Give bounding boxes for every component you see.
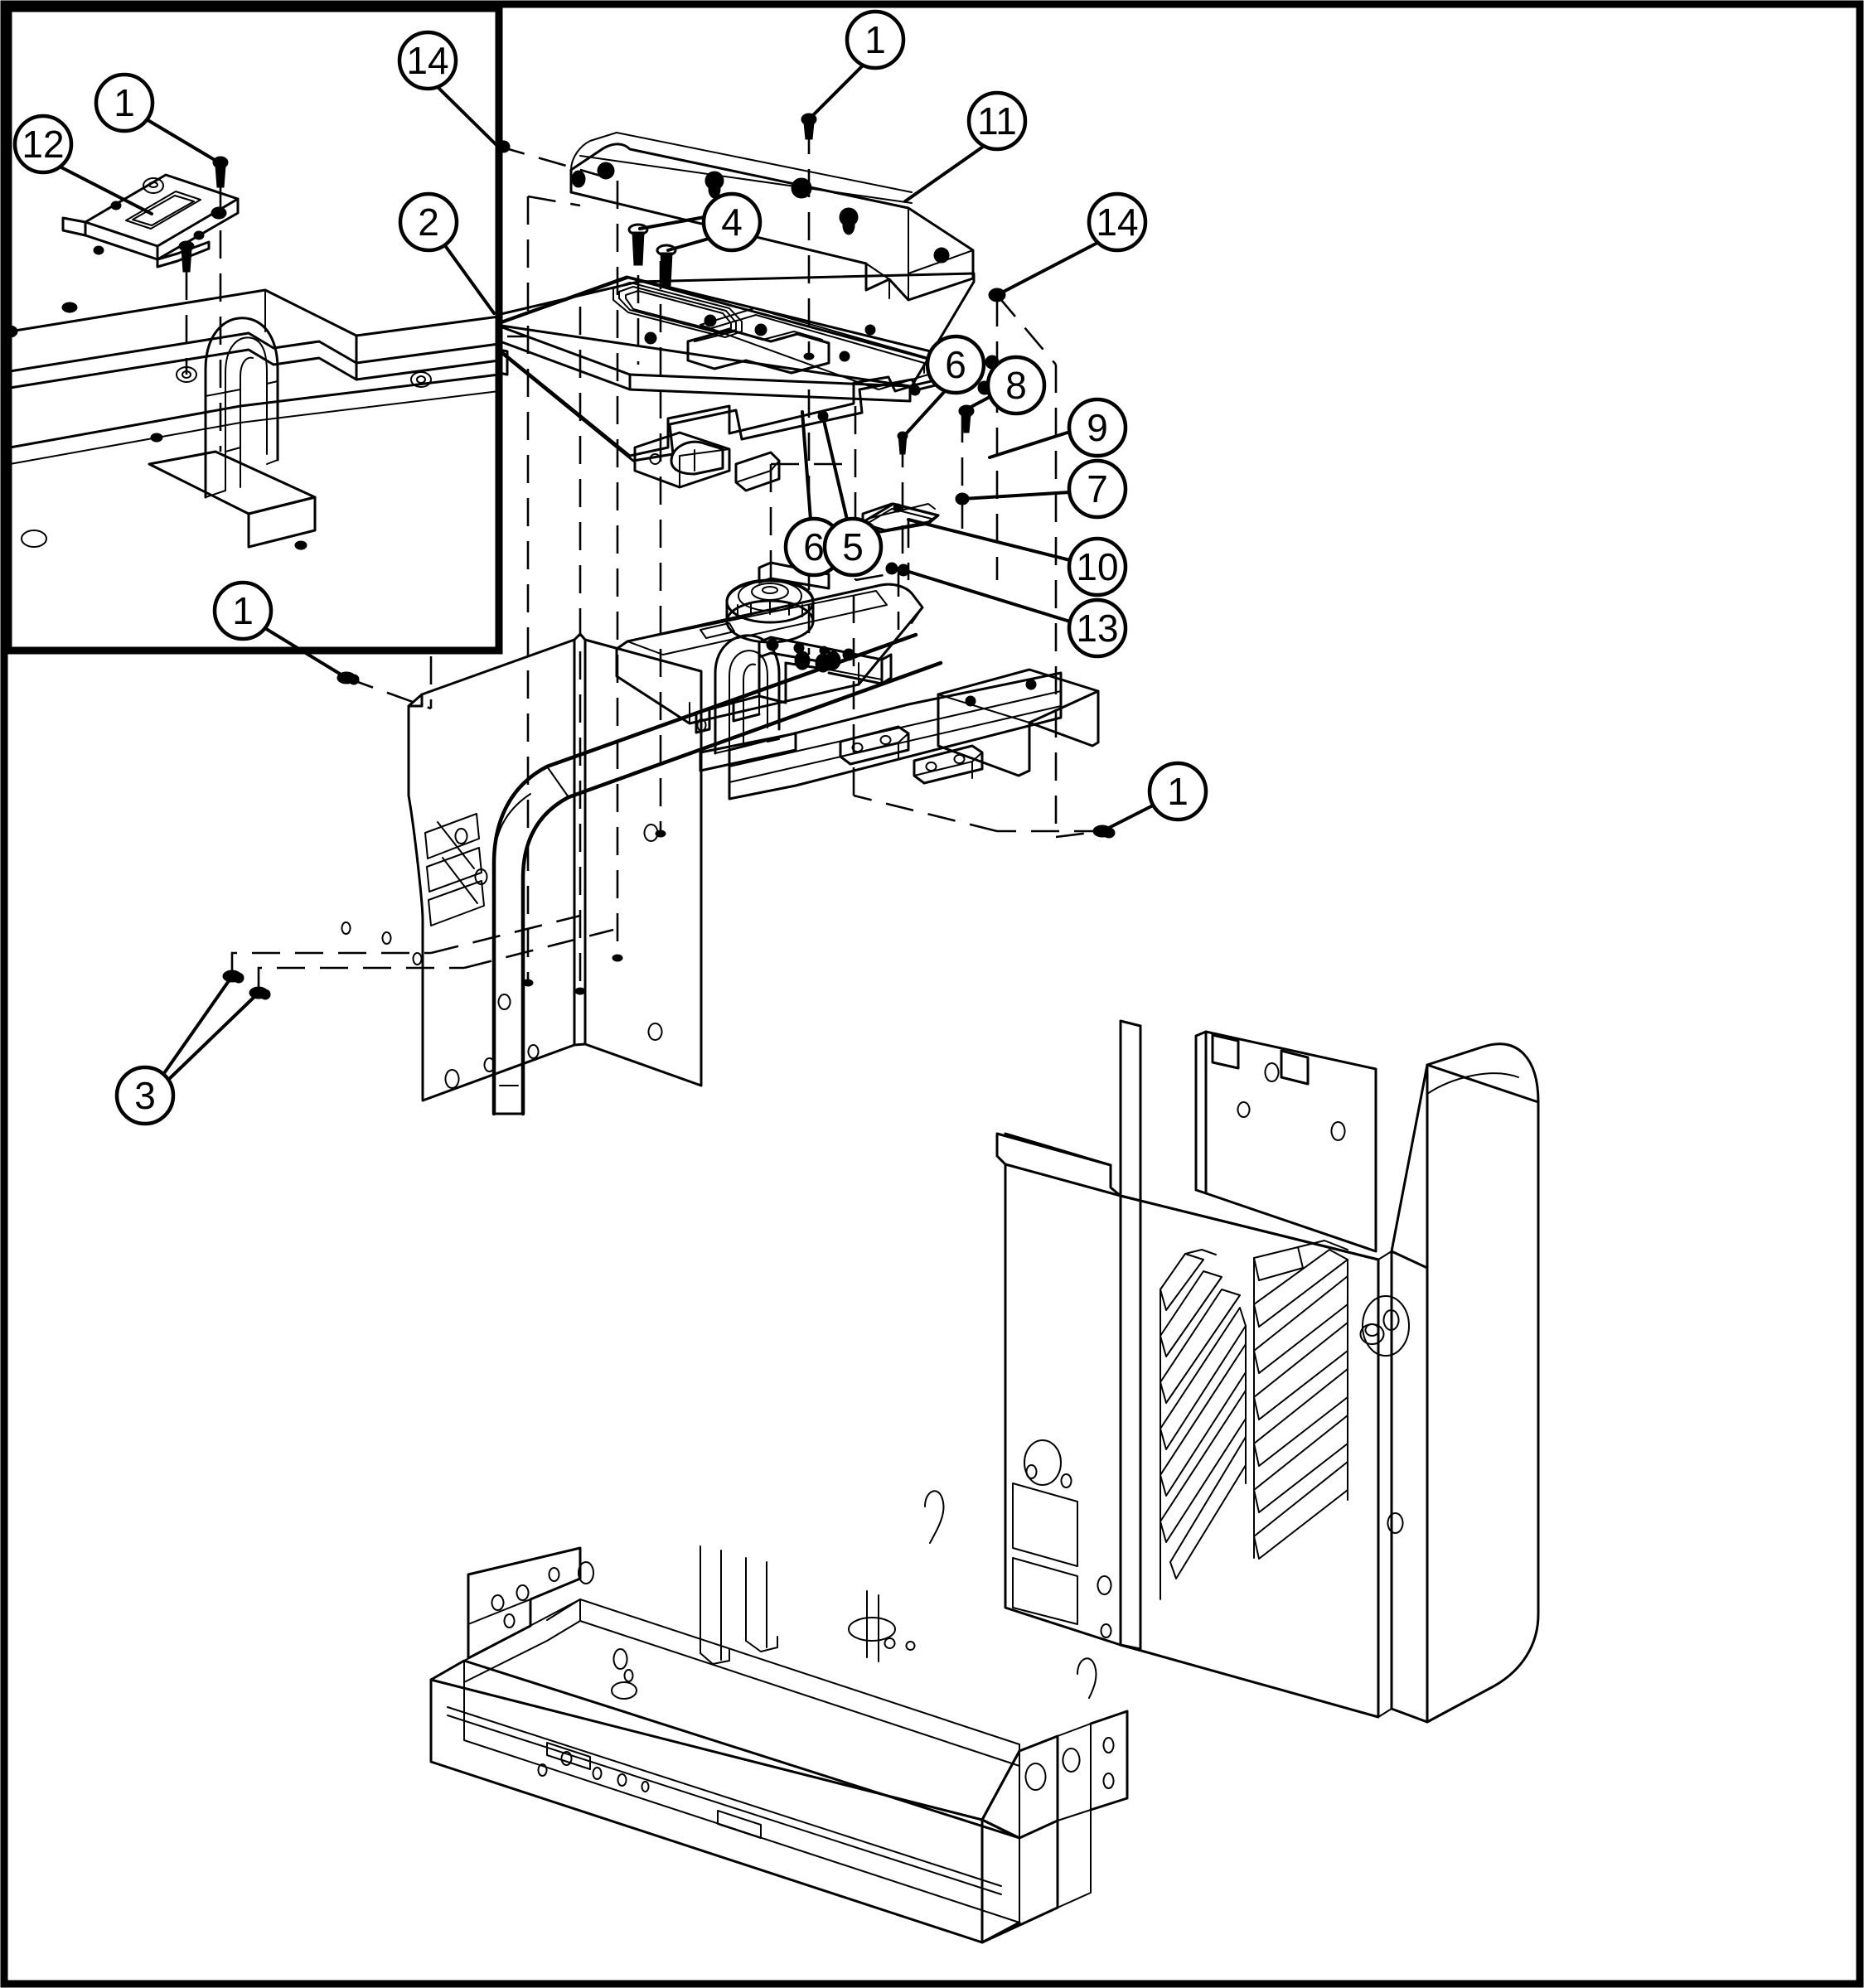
callout-1a-label: 1 xyxy=(864,18,886,61)
callout-14b[interactable]: 14 xyxy=(995,191,1148,297)
center-bulkhead xyxy=(573,632,703,1087)
sub-bracket-frame xyxy=(695,561,893,734)
upper-side-rail xyxy=(728,671,1063,801)
callout-8-label: 8 xyxy=(1005,364,1027,407)
bolt-item4-a xyxy=(627,223,649,266)
inset-cover-plate xyxy=(61,156,240,273)
small-cover-box xyxy=(937,668,1100,777)
callout-1b[interactable]: 1 xyxy=(212,580,348,680)
hydraulic-tank xyxy=(615,578,924,725)
inset-callout-1[interactable]: 1 xyxy=(94,72,220,164)
left-side-panel xyxy=(341,638,576,1102)
callout-2[interactable]: 2 xyxy=(398,191,496,315)
callout-6a-label: 6 xyxy=(945,343,966,386)
callout-11[interactable]: 11 xyxy=(903,90,1028,203)
callout-1b-label: 1 xyxy=(232,589,254,632)
hood-top-cover xyxy=(569,132,975,302)
center-pillar xyxy=(1119,1019,1142,1651)
callout-9-label: 9 xyxy=(1087,406,1108,449)
callout-11-label: 11 xyxy=(977,99,1017,143)
base-frame xyxy=(429,1659,1129,1944)
callout-4[interactable]: 4 xyxy=(638,191,763,253)
detail-inset: 1 12 xyxy=(2,4,503,655)
callout-3-label: 3 xyxy=(134,1074,156,1117)
callouts: 14 1 11 14 2 4 xyxy=(114,9,1208,1126)
bolt-item4-b xyxy=(656,244,677,287)
machine-chassis-assembly xyxy=(341,578,1540,1944)
callout-6a[interactable]: 6 xyxy=(901,334,986,439)
callout-1c-label: 1 xyxy=(1167,770,1189,813)
rear-cover xyxy=(1390,1042,1540,1724)
callout-4-label: 4 xyxy=(721,201,743,244)
callout-3[interactable]: 3 xyxy=(114,975,260,1126)
callout-13[interactable]: 13 xyxy=(897,567,1128,659)
callout-14b-label: 14 xyxy=(1096,201,1138,244)
inset-callout-12[interactable]: 12 xyxy=(12,114,153,215)
radiator-grille xyxy=(1160,1240,1348,1600)
floor-cross-members xyxy=(463,1545,1020,1839)
roll-bar-tube xyxy=(491,632,943,1116)
deck-lower-bracket xyxy=(633,431,781,492)
callout-1c[interactable]: 1 xyxy=(1101,761,1208,833)
callout-10[interactable]: 10 xyxy=(907,518,1128,597)
callout-7-label: 7 xyxy=(1087,467,1108,510)
callout-7[interactable]: 7 xyxy=(961,458,1128,520)
callout-1a[interactable]: 1 xyxy=(807,9,906,121)
inset-callout-12-label: 12 xyxy=(22,123,64,166)
callout-14a[interactable]: 14 xyxy=(397,30,499,148)
callout-14a-label: 14 xyxy=(406,39,448,82)
callout-8[interactable]: 8 xyxy=(965,355,1047,416)
inset-callout-1-label: 1 xyxy=(114,81,135,124)
callout-5-label: 5 xyxy=(842,525,864,568)
assembly-dashed-lines xyxy=(230,126,1103,993)
callout-6b-label: 6 xyxy=(803,525,825,568)
engine-bay-panel xyxy=(995,1132,1410,1719)
callout-9[interactable]: 9 xyxy=(988,397,1128,459)
callout-5[interactable]: 5 xyxy=(821,415,884,578)
callout-13-label: 13 xyxy=(1076,607,1118,650)
left-panel-louvers xyxy=(424,813,485,926)
inset-lift-ring xyxy=(204,317,279,499)
left-lower-bracket xyxy=(467,1546,594,1660)
callout-10-label: 10 xyxy=(1076,545,1118,588)
tank-fill-cap xyxy=(725,578,815,644)
right-upper-panel xyxy=(1194,1030,1377,1253)
callout-2-label: 2 xyxy=(418,201,439,244)
lift-ring-main xyxy=(699,634,797,772)
